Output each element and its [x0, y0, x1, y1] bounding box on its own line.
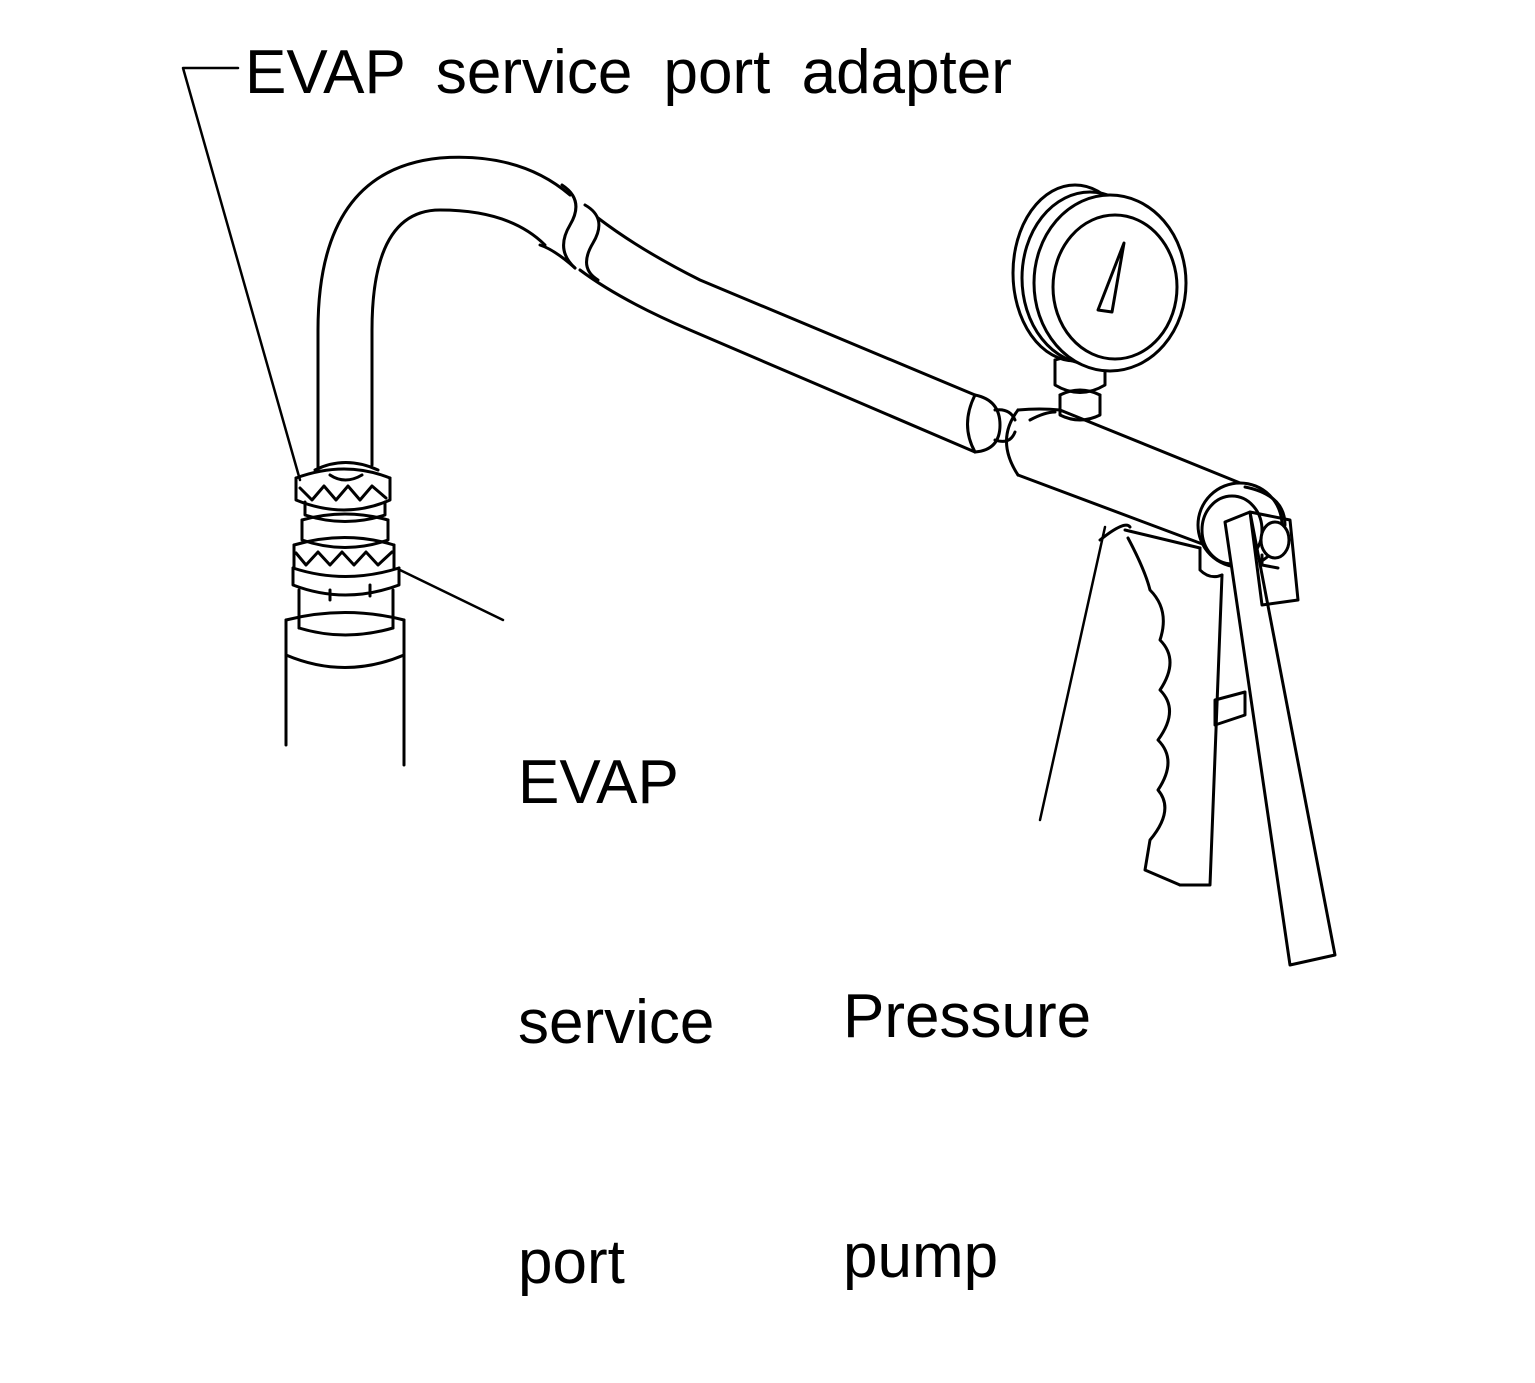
pump-grip: [1098, 523, 1224, 887]
evap-service-port-adapter-label: EVAP service port adapter: [245, 38, 1012, 107]
adapter-coupling: [294, 461, 392, 523]
hose: [316, 155, 977, 472]
pressure-pump-leader-line: [1038, 525, 1107, 822]
pump-lever: [1213, 510, 1337, 967]
service-port-tube: [284, 566, 406, 767]
service-port-label-line-2: service: [518, 988, 715, 1057]
pressure-pump-label-line-1: Pressure: [843, 982, 1092, 1051]
service-port-leader-line: [398, 568, 505, 622]
adapter-leader-line: [181, 66, 302, 482]
pressure-gauge: [1011, 183, 1188, 373]
evap-service-port-label: EVAP service port: [518, 583, 714, 1383]
pressure-pump-label-line-2: pump: [843, 1222, 999, 1291]
gauge-needle: [1096, 241, 1126, 314]
service-port-label-line-3: port: [518, 1228, 625, 1297]
service-port-label-line-1: EVAP: [518, 748, 679, 817]
pressure-pump-label: Pressure pump: [843, 817, 1091, 1377]
evap-test-diagram: [181, 66, 1337, 967]
